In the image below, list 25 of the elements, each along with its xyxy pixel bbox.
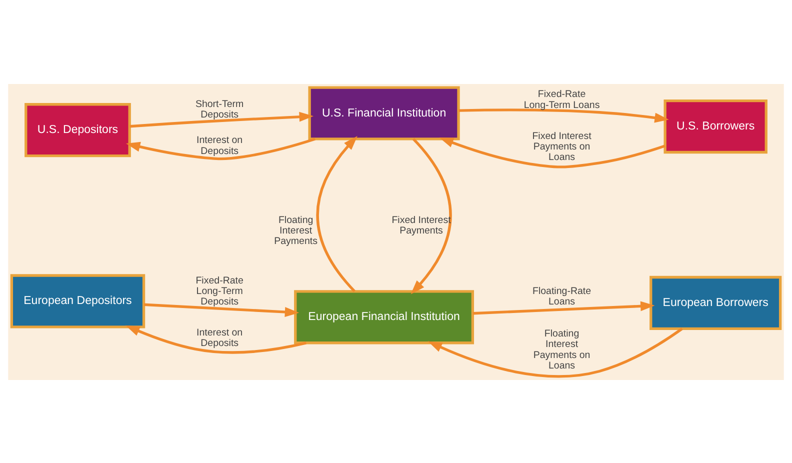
edge-label: Short-Term Deposits — [195, 98, 244, 120]
node-box: U.S. Borrowers — [664, 99, 768, 154]
edge-label: Floating Interest Payments — [274, 214, 318, 247]
edge-label: Interest on Deposits — [196, 134, 243, 156]
edge-label: Interest on Deposits — [196, 327, 243, 349]
node-box: European Financial Institution — [294, 290, 474, 344]
arrow — [410, 138, 452, 294]
node-box: U.S. Financial Institution — [308, 86, 460, 140]
arrow — [144, 302, 300, 316]
arrow — [126, 324, 306, 354]
edge-label: Floating Interest Payments on Loans — [533, 328, 590, 371]
arrow — [472, 300, 655, 314]
arrow — [130, 111, 314, 128]
arrow — [439, 137, 666, 168]
edge-label: Fixed-Rate Long-Term Deposits — [196, 274, 244, 308]
node-box: European Depositors — [10, 274, 146, 328]
arrow — [458, 108, 669, 122]
arrow — [316, 136, 358, 292]
arrow — [126, 137, 316, 160]
node-box: U.S. Depositors — [24, 102, 131, 157]
arrow — [428, 327, 683, 378]
edge-label: Fixed-Rate Long-Term Loans — [524, 88, 600, 110]
node-box: European Borrowers — [650, 275, 782, 330]
edge-label: Floating-Rate Loans — [532, 285, 592, 308]
edge-label: Fixed Interest Payments on Loans — [532, 130, 592, 163]
